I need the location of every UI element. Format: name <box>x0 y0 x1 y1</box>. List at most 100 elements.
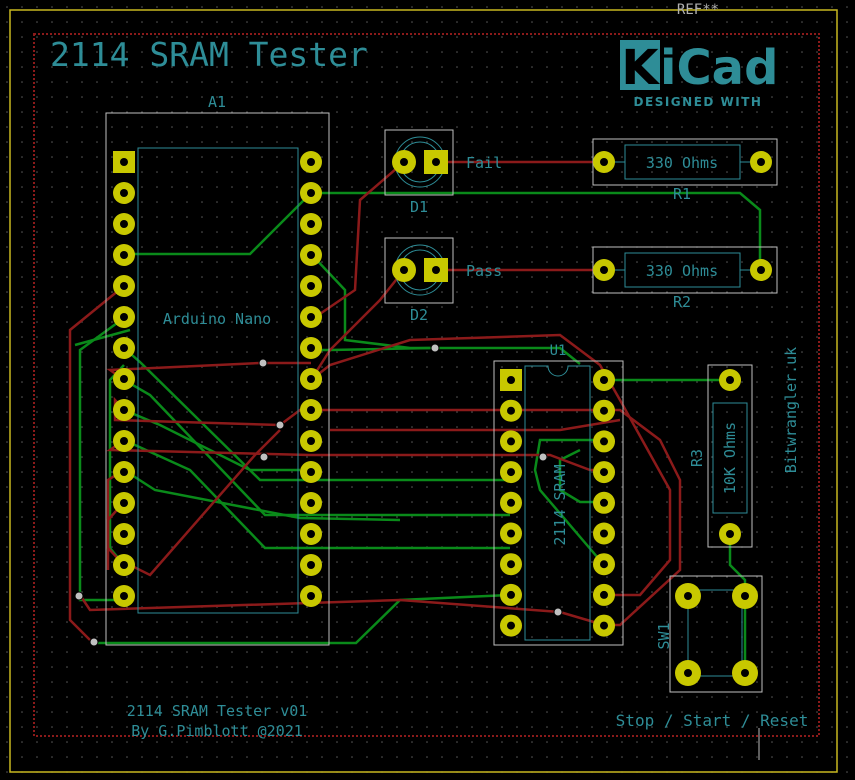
a1-left-drill-5 <box>120 282 128 290</box>
u1-value-label: 2114 SRAM <box>551 464 569 545</box>
kicad-logo-tagline: DESIGNED WITH <box>634 95 763 109</box>
a1-left-drill-9 <box>120 406 128 414</box>
a1-right-drill-9 <box>307 406 315 414</box>
a1-right-drill-8 <box>307 375 315 383</box>
d2-ref-label: D2 <box>410 306 428 324</box>
d1-courtyard <box>384 129 454 196</box>
u1-right-drill-7 <box>600 560 608 569</box>
u1-left-drill-4 <box>507 468 515 477</box>
u1-right-drill-3 <box>600 437 608 446</box>
r2-value-label: 330 Ohms <box>646 262 718 280</box>
u1-right-drill-2 <box>600 406 608 415</box>
u1-right-drill-4 <box>600 468 608 477</box>
a1-right-drill-5 <box>307 282 315 290</box>
u1-courtyard <box>493 360 624 646</box>
credits-version: 2114 SRAM Tester v01 <box>127 702 308 720</box>
u1-right-drill-5 <box>600 498 608 507</box>
d1-ref-label: D1 <box>410 198 428 216</box>
u1-pads-left <box>500 369 522 637</box>
component-r2[interactable]: 330 Ohms R2 <box>592 246 778 311</box>
u1-left-drill-3 <box>507 437 515 446</box>
a1-right-drill-4 <box>307 251 315 259</box>
a1-left-drill-15 <box>120 592 128 600</box>
a1-right-drill-12 <box>307 499 315 507</box>
a1-left-drill-10 <box>120 437 128 445</box>
a1-left-drill-13 <box>120 530 128 538</box>
vias <box>74 343 563 647</box>
u1-left-drill-6 <box>507 529 515 538</box>
component-sw1[interactable]: SW1 Stop / Start / Reset <box>616 575 809 730</box>
r3-value-label: 10K Ohms <box>721 422 739 494</box>
sw1-ref-label: SW1 <box>655 622 673 649</box>
r2-ref-label: R2 <box>673 293 691 311</box>
kicad-logo: K iCad DESIGNED WITH <box>620 40 778 109</box>
u1-left-drill-9 <box>507 621 515 630</box>
component-a1[interactable]: A1 Arduino Nano <box>105 93 330 646</box>
kicad-logo-text: iCad <box>660 40 778 96</box>
u1-right-drill-6 <box>600 529 608 538</box>
a1-right-drill-2 <box>307 189 315 197</box>
edge-cuts-outline <box>9 9 838 773</box>
a1-right-drill-13 <box>307 530 315 538</box>
u1-left-drill-1 <box>507 376 515 384</box>
u1-left-drill-7 <box>507 560 515 569</box>
component-d1[interactable]: D1 Fail <box>384 129 502 216</box>
u1-ref-label: U1 <box>550 343 567 359</box>
a1-left-drill-8 <box>120 375 128 383</box>
u1-right-drill-9 <box>600 621 608 630</box>
a1-left-drill-11 <box>120 468 128 476</box>
component-r1[interactable]: 330 Ohms R1 <box>592 138 778 203</box>
u1-pads-right <box>593 369 615 637</box>
a1-silk-outline <box>137 147 299 614</box>
sw1-silk-body <box>687 589 743 677</box>
a1-right-drill-14 <box>307 561 315 569</box>
a1-right-drill-1 <box>307 158 315 166</box>
u1-left-drill-5 <box>507 498 515 507</box>
a1-ref-label: A1 <box>208 93 226 111</box>
u1-left-drill-2 <box>507 406 515 415</box>
a1-left-drill-12 <box>120 499 128 507</box>
a1-left-drill-14 <box>120 561 128 569</box>
r1-value-label: 330 Ohms <box>646 154 718 172</box>
credits-author: By G.Pimblott @2021 <box>131 722 303 740</box>
r1-ref-label: R1 <box>673 185 691 203</box>
a1-left-drill-2 <box>120 189 128 197</box>
a1-right-drill-11 <box>307 468 315 476</box>
a1-left-drill-1 <box>120 158 128 166</box>
website-label: Bitwrangler.uk <box>782 347 800 473</box>
r3-courtyard <box>707 364 753 548</box>
kicad-logo-k: K <box>621 40 660 96</box>
d1-fail-label: Fail <box>466 154 502 172</box>
a1-left-drill-4 <box>120 251 128 259</box>
component-r3[interactable]: 10K Ohms R3 <box>688 364 753 548</box>
a1-right-drill-15 <box>307 592 315 600</box>
sw1-courtyard <box>669 575 763 693</box>
back-copper-traces <box>74 191 762 672</box>
copper-zone-outline <box>33 33 820 737</box>
u1-right-drill-8 <box>600 590 608 599</box>
a1-left-drill-6 <box>120 313 128 321</box>
component-u1[interactable]: U1 2114 SRAM <box>493 343 624 646</box>
a1-pads-right <box>300 151 322 607</box>
a1-pads-left <box>113 151 135 607</box>
a1-right-drill-7 <box>307 344 315 352</box>
a1-left-drill-7 <box>120 344 128 352</box>
a1-right-drill-10 <box>307 437 315 445</box>
u1-right-drill-1 <box>600 376 608 384</box>
d2-courtyard <box>384 237 454 304</box>
d2-pass-label: Pass <box>466 262 502 280</box>
r3-ref-label: R3 <box>688 449 706 467</box>
a1-right-drill-3 <box>307 220 315 228</box>
sw1-function-label: Stop / Start / Reset <box>616 711 809 730</box>
ref-marker-label: REF** <box>677 2 719 18</box>
a1-left-drill-3 <box>120 220 128 228</box>
u1-left-drill-8 <box>507 590 515 599</box>
kicad-logo-block <box>620 40 660 90</box>
board-title: 2114 SRAM Tester <box>50 35 368 74</box>
a1-courtyard <box>105 112 330 646</box>
r3-silk-body <box>712 402 748 514</box>
component-d2[interactable]: D2 Pass <box>384 237 502 324</box>
a1-right-drill-6 <box>307 313 315 321</box>
u1-silk-outline <box>524 365 591 641</box>
a1-value-label: Arduino Nano <box>163 310 271 328</box>
